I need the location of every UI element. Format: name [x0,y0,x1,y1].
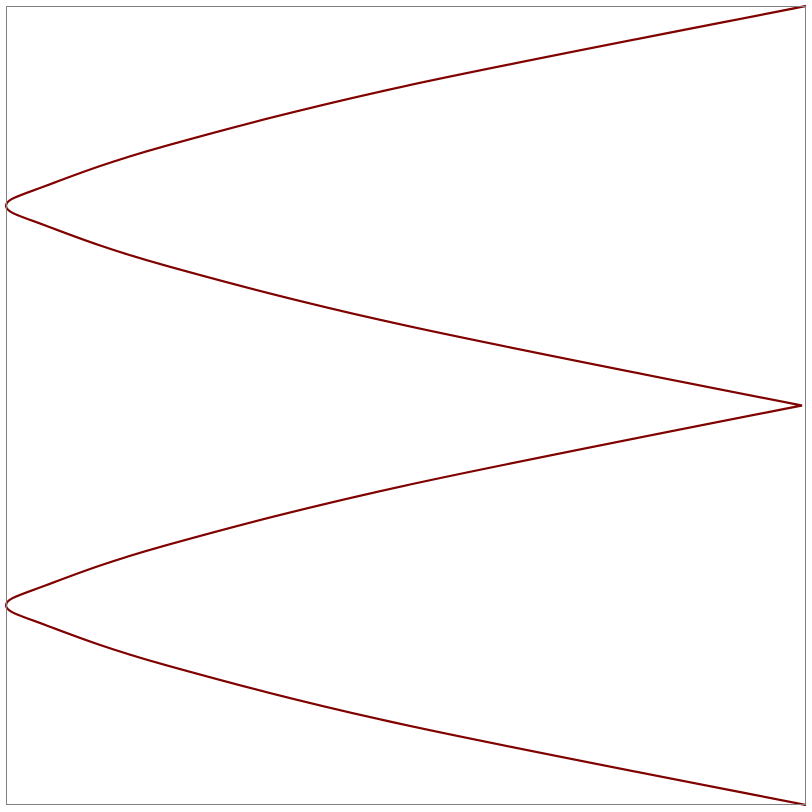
plot-frame [6,6,806,805]
series-layer [4,4,807,807]
series-line-1 [4,4,807,807]
